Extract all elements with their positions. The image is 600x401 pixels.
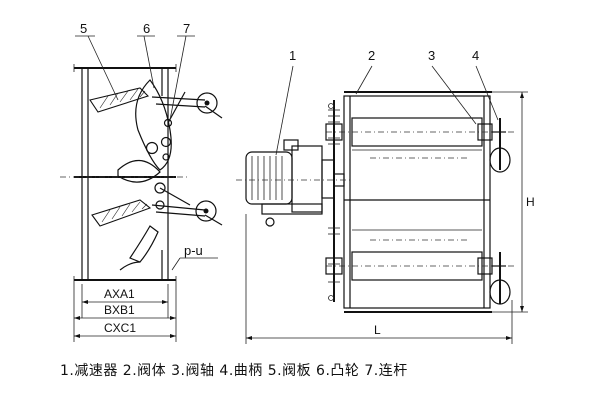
leader-3 (431, 65, 477, 125)
callout-4: 4 (472, 48, 479, 63)
output-flange (321, 159, 335, 199)
callout-7: 7 (183, 21, 190, 36)
cam-lobe (117, 159, 161, 183)
cam-hub-1 (145, 141, 159, 155)
leader-1 (275, 65, 294, 156)
leader-6 (143, 35, 155, 89)
leader-2 (355, 65, 373, 95)
leader-4 (475, 65, 499, 121)
motor-terminal-box (283, 139, 299, 151)
callout-3: 3 (428, 48, 435, 63)
dim-cxc1: CXC1 (104, 321, 136, 335)
dim-h: H (526, 195, 535, 209)
callout-6: 6 (143, 21, 150, 36)
callout-1: 1 (289, 48, 296, 63)
leader-7 (169, 35, 187, 121)
cam-hub-3 (154, 182, 166, 194)
lower-coupling (325, 257, 343, 275)
lower-blade (91, 199, 152, 227)
lower-crank-disc (489, 279, 511, 305)
reducer-motor (236, 139, 350, 227)
dim-axa1: AXA1 (104, 287, 135, 301)
upper-rod-c (167, 91, 186, 124)
lower-crank-center (203, 208, 209, 214)
upper-crank-wheel (196, 92, 218, 114)
upper-coupling (325, 123, 343, 141)
cam-outline (135, 79, 172, 171)
flange-label: p-u (184, 243, 203, 258)
cam-hub-2 (160, 136, 172, 148)
lower-rod-c (159, 187, 191, 206)
lower-rod-d (204, 214, 223, 226)
callout-2: 2 (368, 48, 375, 63)
upper-rod-b (155, 103, 206, 108)
upper-rod-d (204, 105, 223, 119)
bottom-deflector (129, 225, 159, 263)
upper-blade (89, 87, 150, 113)
motor-foot (265, 217, 275, 227)
upper-rod-a (151, 96, 206, 101)
upper-crank-center (204, 100, 210, 106)
leader-5 (87, 35, 119, 101)
gearbox-body (291, 145, 323, 213)
motor-body (245, 151, 293, 205)
front-view: 1 2 3 4 H L (236, 48, 535, 344)
valve-body-frame (343, 95, 491, 309)
side-view: 5 6 7 p-u AXA1 BXB1 CXC1 (60, 21, 223, 342)
bottom-curve (119, 261, 141, 271)
upper-crank-disc (489, 147, 511, 173)
lower-crank-wheel (195, 200, 217, 222)
parts-legend: 1.减速器 2.阀体 3.阀轴 4.曲柄 5.阀板 6.凸轮 7.连杆 (60, 363, 408, 379)
dim-bxb1: BXB1 (104, 303, 135, 317)
motor-base (261, 203, 323, 215)
dim-l: L (374, 323, 381, 337)
cam-hub-6 (162, 153, 170, 161)
cam-hub-5 (163, 118, 173, 128)
pu-leader (171, 257, 181, 271)
callout-5: 5 (80, 21, 87, 36)
